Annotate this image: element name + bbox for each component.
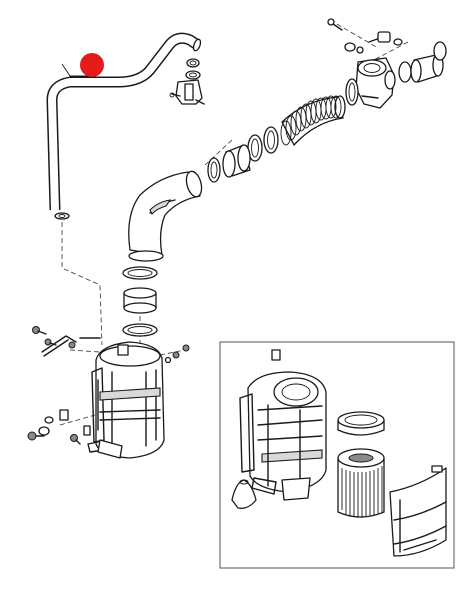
- inset-cover-panel: [389, 465, 447, 557]
- clamp-rings-lower: [122, 266, 158, 337]
- mounting-hardware-right: [164, 344, 190, 364]
- inset-housing: [239, 349, 327, 501]
- air-cleaner-assembly: [87, 341, 165, 459]
- connector-bolts: [327, 18, 403, 54]
- mounting-hardware-bottom: [27, 409, 91, 445]
- outlet-hose-pieces: [398, 41, 447, 83]
- inset-detail-view: [219, 341, 455, 569]
- mounting-hardware-left: [32, 326, 101, 357]
- breather-hose: [46, 32, 202, 220]
- hose-clamp-small: [185, 58, 201, 80]
- turbo-inlet-connector: [355, 57, 396, 109]
- breather-valve-fitting: [169, 79, 205, 105]
- rubber-sleeve: [207, 144, 251, 183]
- assembly-guide-lines: [59, 19, 409, 426]
- inset-filter-element: [337, 448, 385, 518]
- elbow-duct: [128, 170, 203, 262]
- inset-safety-filter: [337, 411, 385, 436]
- callout-marker: [61, 53, 104, 77]
- inset-dust-cap: [231, 479, 257, 509]
- corrugated-intake-hose: [280, 95, 346, 146]
- clamp-rings-upper: [247, 78, 359, 162]
